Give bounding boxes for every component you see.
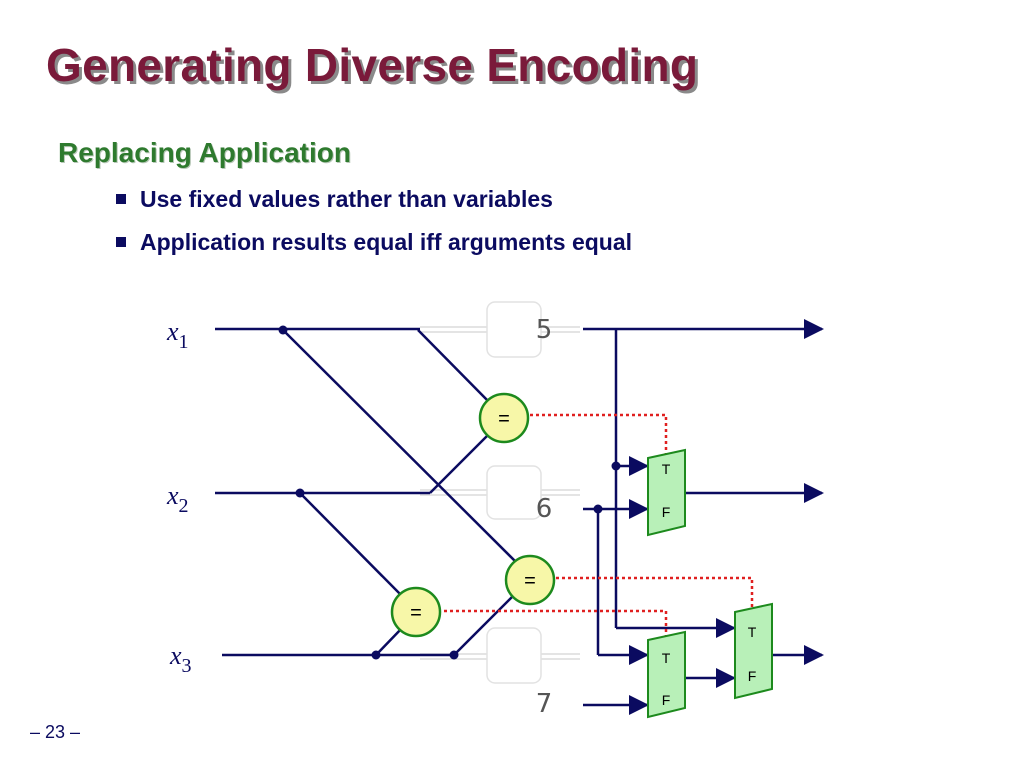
bullet-item: Use fixed values rather than variables — [116, 182, 632, 225]
constant-label: 6 — [536, 494, 553, 524]
mux-true-label: T — [662, 650, 671, 666]
input-labels: x1 x2 x3 — [166, 317, 192, 677]
equality-gate: = — [390, 586, 442, 638]
mux-true-label: T — [748, 624, 757, 640]
constant-boxes — [486, 301, 542, 684]
input-var: x — [169, 641, 182, 670]
bullet-text: Use fixed values rather than variables — [140, 186, 553, 212]
constant-box — [486, 465, 542, 520]
bullet-text: Application results equal iff arguments … — [140, 229, 633, 255]
mux-false-label: F — [662, 692, 671, 708]
gate-label: = — [498, 408, 510, 430]
constant-labels: 5 6 7 — [536, 315, 553, 719]
gate-label: = — [410, 602, 422, 624]
input-sub: 2 — [179, 495, 189, 517]
input-var: x — [166, 481, 179, 510]
mux-false-label: F — [748, 668, 757, 684]
junction-dots — [278, 325, 621, 660]
constant-label: 5 — [536, 315, 553, 345]
input-wires — [215, 319, 824, 715]
bullet-list: Use fixed values rather than variables A… — [116, 182, 632, 268]
mux-false-label: F — [662, 504, 671, 520]
mux: T F — [734, 602, 773, 700]
input-sub: 1 — [179, 331, 189, 353]
square-bullet-icon — [116, 194, 126, 204]
input-sub: 3 — [182, 655, 192, 677]
mux: T F — [647, 448, 686, 537]
slide-title: Generating Diverse Encoding — [46, 39, 699, 91]
constant-box — [486, 301, 542, 358]
equality-gates: = = = — [390, 392, 556, 638]
constant-label: 7 — [536, 689, 553, 719]
multiplexers: T F T F T F — [647, 448, 773, 719]
input-label: x1 — [166, 317, 189, 353]
mux: T F — [647, 630, 686, 719]
bullet-item: Application results equal iff arguments … — [116, 225, 632, 268]
gate-label: = — [524, 570, 536, 592]
slide-subtitle: Replacing Application — [58, 137, 351, 168]
mux-true-label: T — [662, 461, 671, 477]
input-var: x — [166, 317, 179, 346]
constant-box — [486, 627, 542, 684]
page-number: – 23 – — [30, 722, 81, 742]
control-wires — [438, 413, 754, 640]
input-label: x2 — [166, 481, 189, 517]
input-label: x3 — [169, 641, 192, 677]
equality-gate: = — [478, 392, 530, 444]
square-bullet-icon — [116, 237, 126, 247]
equality-gate: = — [504, 554, 556, 606]
